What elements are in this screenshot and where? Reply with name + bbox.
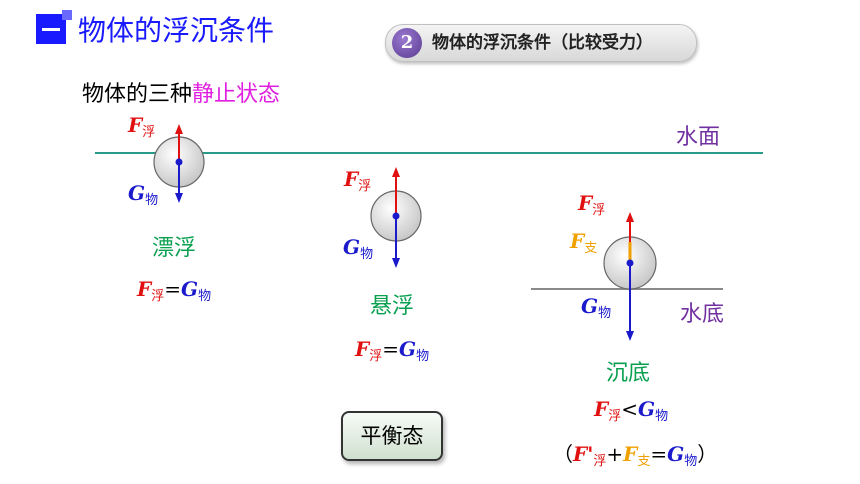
- state-float-name: 漂浮: [152, 236, 197, 261]
- state-sink-name: 沉底: [606, 361, 651, 386]
- water-bottom-label: 水底: [680, 302, 725, 327]
- state-suspend-name: 悬浮: [370, 294, 415, 319]
- float-gravity-label: G物: [128, 181, 159, 208]
- suspend-buoyant-label: F浮: [344, 167, 372, 194]
- intro-prefix: 物体的三种: [82, 82, 193, 107]
- intro-highlight: 静止状态: [192, 82, 281, 107]
- page-title: 物体的浮沉条件: [78, 14, 275, 47]
- balance-state-button[interactable]: 平衡态: [341, 411, 443, 461]
- floating-ball: [153, 124, 205, 203]
- section-number: 2: [392, 28, 422, 58]
- water-surface-label: 水面: [676, 125, 721, 150]
- sink-support-label: F支: [570, 229, 598, 256]
- section-marker: [36, 10, 72, 44]
- float-buoyant-label: F浮: [128, 113, 156, 140]
- state-float-equation: F浮=G物: [137, 277, 212, 304]
- sink-buoyant-label: F浮: [578, 191, 606, 218]
- state-suspend-equation: F浮=G物: [355, 337, 430, 364]
- suspend-gravity-label: G物: [343, 235, 374, 262]
- intro-text: 物体的三种静止状态: [82, 80, 280, 110]
- sink-gravity-label: G物: [581, 294, 612, 321]
- sink-detail-equation: （F'浮+F支=G物）: [553, 442, 718, 469]
- sunk-ball: [603, 212, 657, 341]
- section-label: 物体的浮沉条件（比较受力）: [432, 33, 653, 53]
- suspended-ball: [370, 167, 422, 268]
- section-tab[interactable]: 2 物体的浮沉条件（比较受力）: [385, 24, 697, 62]
- state-sink-equation: F浮<G物: [594, 397, 669, 424]
